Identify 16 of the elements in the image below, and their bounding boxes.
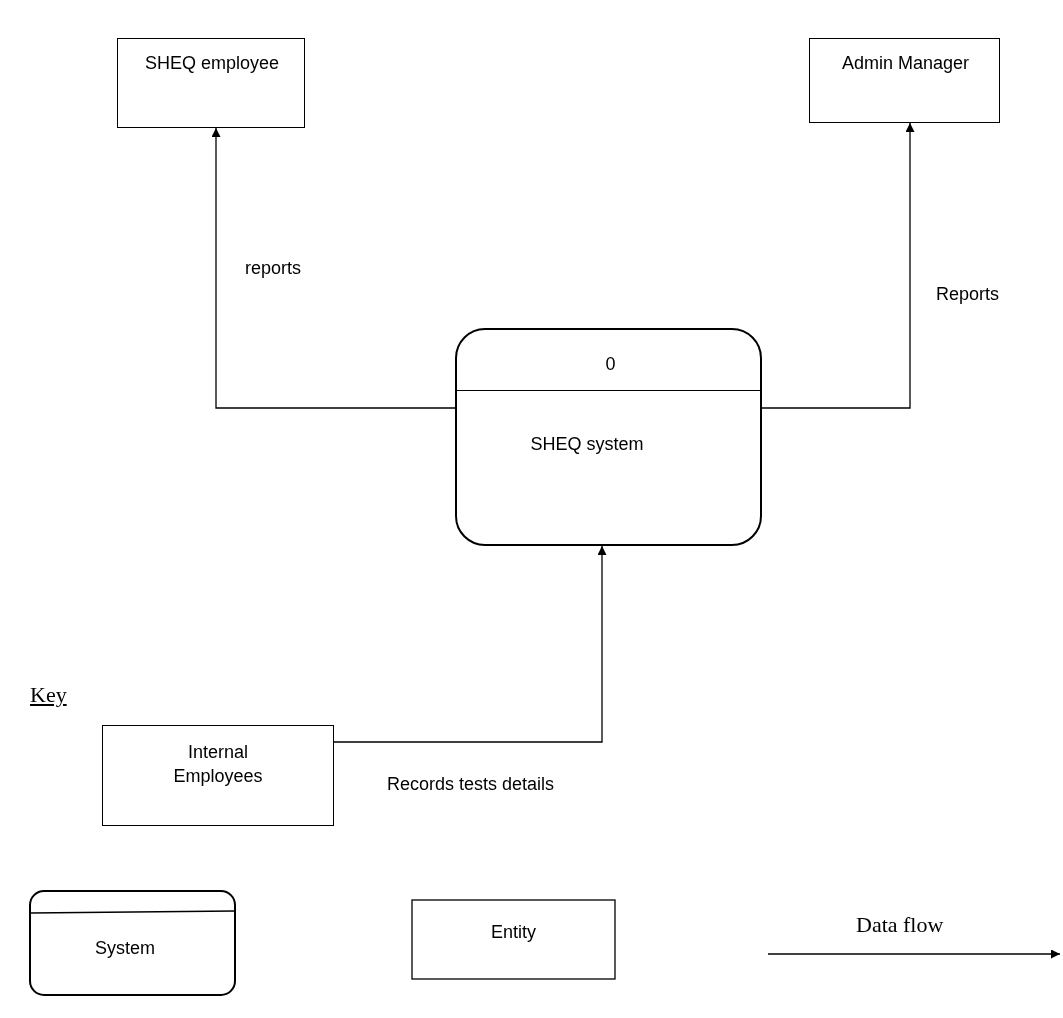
legend-label: Entity (490, 921, 537, 944)
entity-name: SHEQ employee (143, 52, 281, 75)
process-box (455, 328, 762, 546)
process-number: 0 (604, 353, 617, 376)
process-name: SHEQ system (529, 433, 645, 456)
entity-box (117, 38, 305, 128)
legend-label: System (94, 937, 156, 960)
data-flow-arrow (211, 127, 456, 409)
data-flow-arrow (333, 545, 607, 743)
data-flow-arrow (761, 122, 915, 409)
key-heading: Key (30, 681, 67, 709)
entity-name: Internal Employees (172, 741, 264, 789)
entity-box (809, 38, 1000, 123)
legend-label: Data flow (856, 911, 944, 939)
entity-box (102, 725, 334, 826)
entity-name: Admin Manager (840, 52, 971, 75)
